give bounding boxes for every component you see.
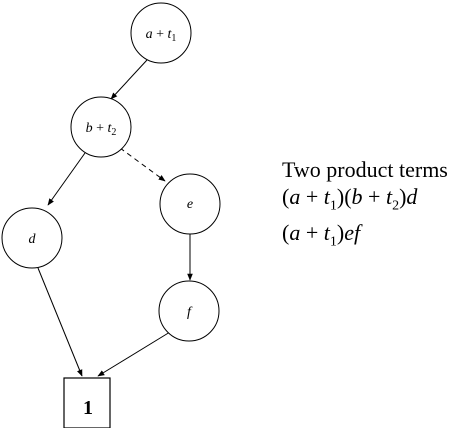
node-b-plus-t2-label: b + t2	[86, 121, 117, 138]
product-term-1: (a + t1)(b + t2)d	[282, 184, 418, 214]
edge-d-to-terminal	[37, 267, 83, 377]
edge-f-to-terminal	[97, 331, 171, 377]
edge-b-to-e-dashed	[119, 147, 166, 182]
node-b-plus-t2: b + t2	[70, 96, 132, 158]
node-f: f	[158, 280, 220, 342]
product-term-2: (a + t1)ef	[282, 220, 361, 250]
node-a-plus-t1: a + t1	[130, 2, 192, 64]
node-d: d	[1, 207, 63, 269]
product-terms-block: Two product terms (a + t1)(b + t2)d (a +…	[282, 156, 448, 256]
terminal-node-1: 1	[63, 377, 111, 428]
node-a-plus-t1-label: a + t1	[146, 27, 177, 44]
edge-a-to-b	[110, 59, 148, 100]
node-e: e	[159, 173, 221, 235]
node-d-label: d	[29, 232, 37, 247]
product-terms-heading: Two product terms	[282, 157, 448, 182]
edge-b-to-d	[47, 152, 86, 206]
node-f-label: f	[187, 305, 193, 320]
terminal-node-label: 1	[83, 397, 93, 419]
node-e-label: e	[187, 197, 193, 212]
